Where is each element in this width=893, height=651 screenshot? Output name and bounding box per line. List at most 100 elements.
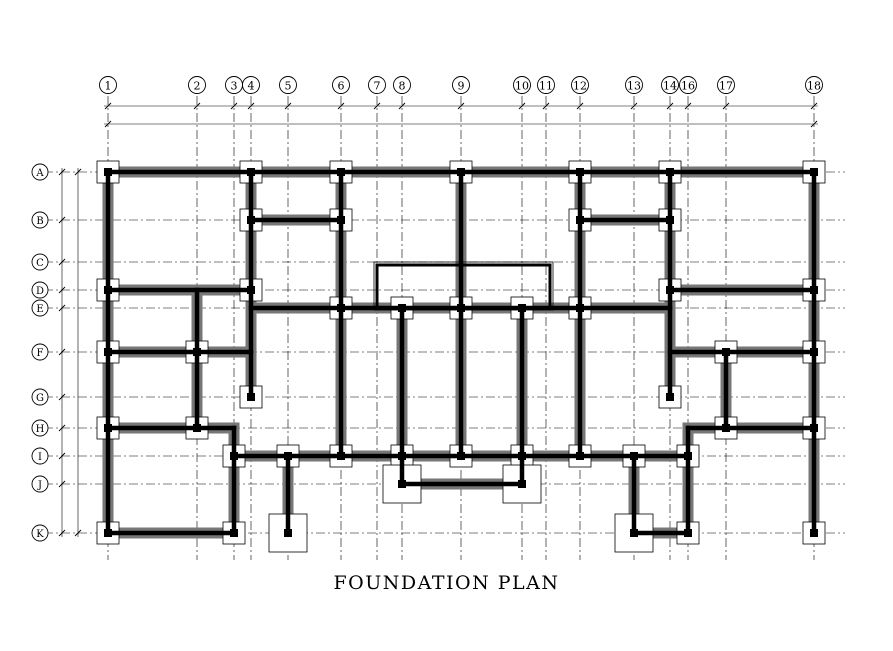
dimension-lines	[58, 102, 818, 537]
dimension-tick	[74, 168, 82, 176]
dimension-tick	[284, 102, 292, 110]
column	[810, 168, 818, 176]
axis-label-G: G	[36, 393, 44, 404]
dimension-tick	[337, 102, 345, 110]
column	[337, 304, 345, 312]
dimension-tick	[58, 258, 66, 266]
column	[666, 393, 674, 401]
axis-label-E: E	[36, 304, 43, 315]
axis-bubble-17	[717, 76, 735, 94]
dimension-tick	[74, 529, 82, 537]
column	[247, 393, 255, 401]
column	[810, 286, 818, 294]
axis-bubble-G	[31, 388, 49, 406]
column	[457, 452, 465, 460]
dimension-tick	[576, 102, 584, 110]
axis-label-J: J	[37, 480, 42, 491]
axis-label-14: 14	[663, 80, 677, 93]
dimension-tick	[58, 286, 66, 294]
column	[630, 529, 638, 537]
column	[104, 348, 112, 356]
column	[230, 529, 238, 537]
axis-label-2: 2	[194, 80, 201, 93]
axis-label-D: D	[36, 286, 44, 297]
column	[576, 452, 584, 460]
dimension-tick	[457, 102, 465, 110]
column	[518, 480, 526, 488]
column	[666, 168, 674, 176]
axis-bubble-5	[279, 76, 297, 94]
column	[810, 348, 818, 356]
axis-label-1: 1	[105, 80, 112, 93]
axis-bubble-J	[31, 475, 49, 493]
column	[684, 529, 692, 537]
column	[722, 348, 730, 356]
column	[337, 216, 345, 224]
axis-bubble-E	[31, 299, 49, 317]
axis-label-16: 16	[681, 80, 695, 93]
axis-label-H: H	[36, 424, 45, 435]
column	[684, 452, 692, 460]
column	[722, 424, 730, 432]
axis-bubble-11	[537, 76, 555, 94]
axis-bubble-H	[31, 419, 49, 437]
axis-bubble-C	[31, 253, 49, 271]
axis-label-A: A	[35, 168, 44, 179]
axis-bubble-4	[242, 76, 260, 94]
axis-label-4: 4	[248, 80, 255, 93]
column	[104, 424, 112, 432]
dimension-tick	[247, 102, 255, 110]
column	[518, 452, 526, 460]
axis-bubble-F	[31, 343, 49, 361]
dimension-tick	[58, 529, 66, 537]
axis-label-12: 12	[573, 80, 587, 93]
column	[104, 529, 112, 537]
column	[810, 529, 818, 537]
axis-bubble-6	[332, 76, 350, 94]
column	[284, 452, 292, 460]
axis-bubble-I	[31, 447, 49, 465]
axis-bubble-K	[31, 524, 49, 542]
axis-bubble-9	[452, 76, 470, 94]
columns	[104, 168, 818, 537]
axis-bubble-B	[31, 211, 49, 229]
axis-label-K: K	[36, 529, 44, 540]
axis-bubble-D	[31, 281, 49, 299]
dimension-tick	[104, 120, 112, 128]
column	[247, 216, 255, 224]
dimension-tick	[58, 452, 66, 460]
dimension-tick	[58, 393, 66, 401]
column	[284, 529, 292, 537]
axis-label-17: 17	[719, 80, 733, 93]
axis-bubble-16	[679, 76, 697, 94]
drawing-title: FOUNDATION PLAN	[333, 572, 560, 594]
dimension-tick	[58, 216, 66, 224]
column	[630, 452, 638, 460]
column	[104, 168, 112, 176]
axis-label-13: 13	[627, 80, 641, 93]
axis-bubble-10	[513, 76, 531, 94]
axis-label-11: 11	[539, 80, 553, 93]
dimension-tick	[373, 102, 381, 110]
dimension-tick	[230, 102, 238, 110]
axis-bubble-18	[805, 76, 823, 94]
axis-label-18: 18	[807, 80, 821, 93]
dimension-tick	[666, 102, 674, 110]
column	[398, 480, 406, 488]
column	[576, 304, 584, 312]
column	[457, 168, 465, 176]
dimension-tick	[398, 102, 406, 110]
column	[666, 216, 674, 224]
axis-bubble-8	[393, 76, 411, 94]
column	[247, 286, 255, 294]
dimension-tick	[58, 424, 66, 432]
dimension-tick	[104, 102, 112, 110]
dimension-tick	[684, 102, 692, 110]
axis-bubble-A	[31, 163, 49, 181]
axis-label-I: I	[38, 452, 42, 463]
column	[576, 216, 584, 224]
dimension-tick	[542, 102, 550, 110]
column	[518, 304, 526, 312]
axis-label-C: C	[36, 258, 44, 269]
